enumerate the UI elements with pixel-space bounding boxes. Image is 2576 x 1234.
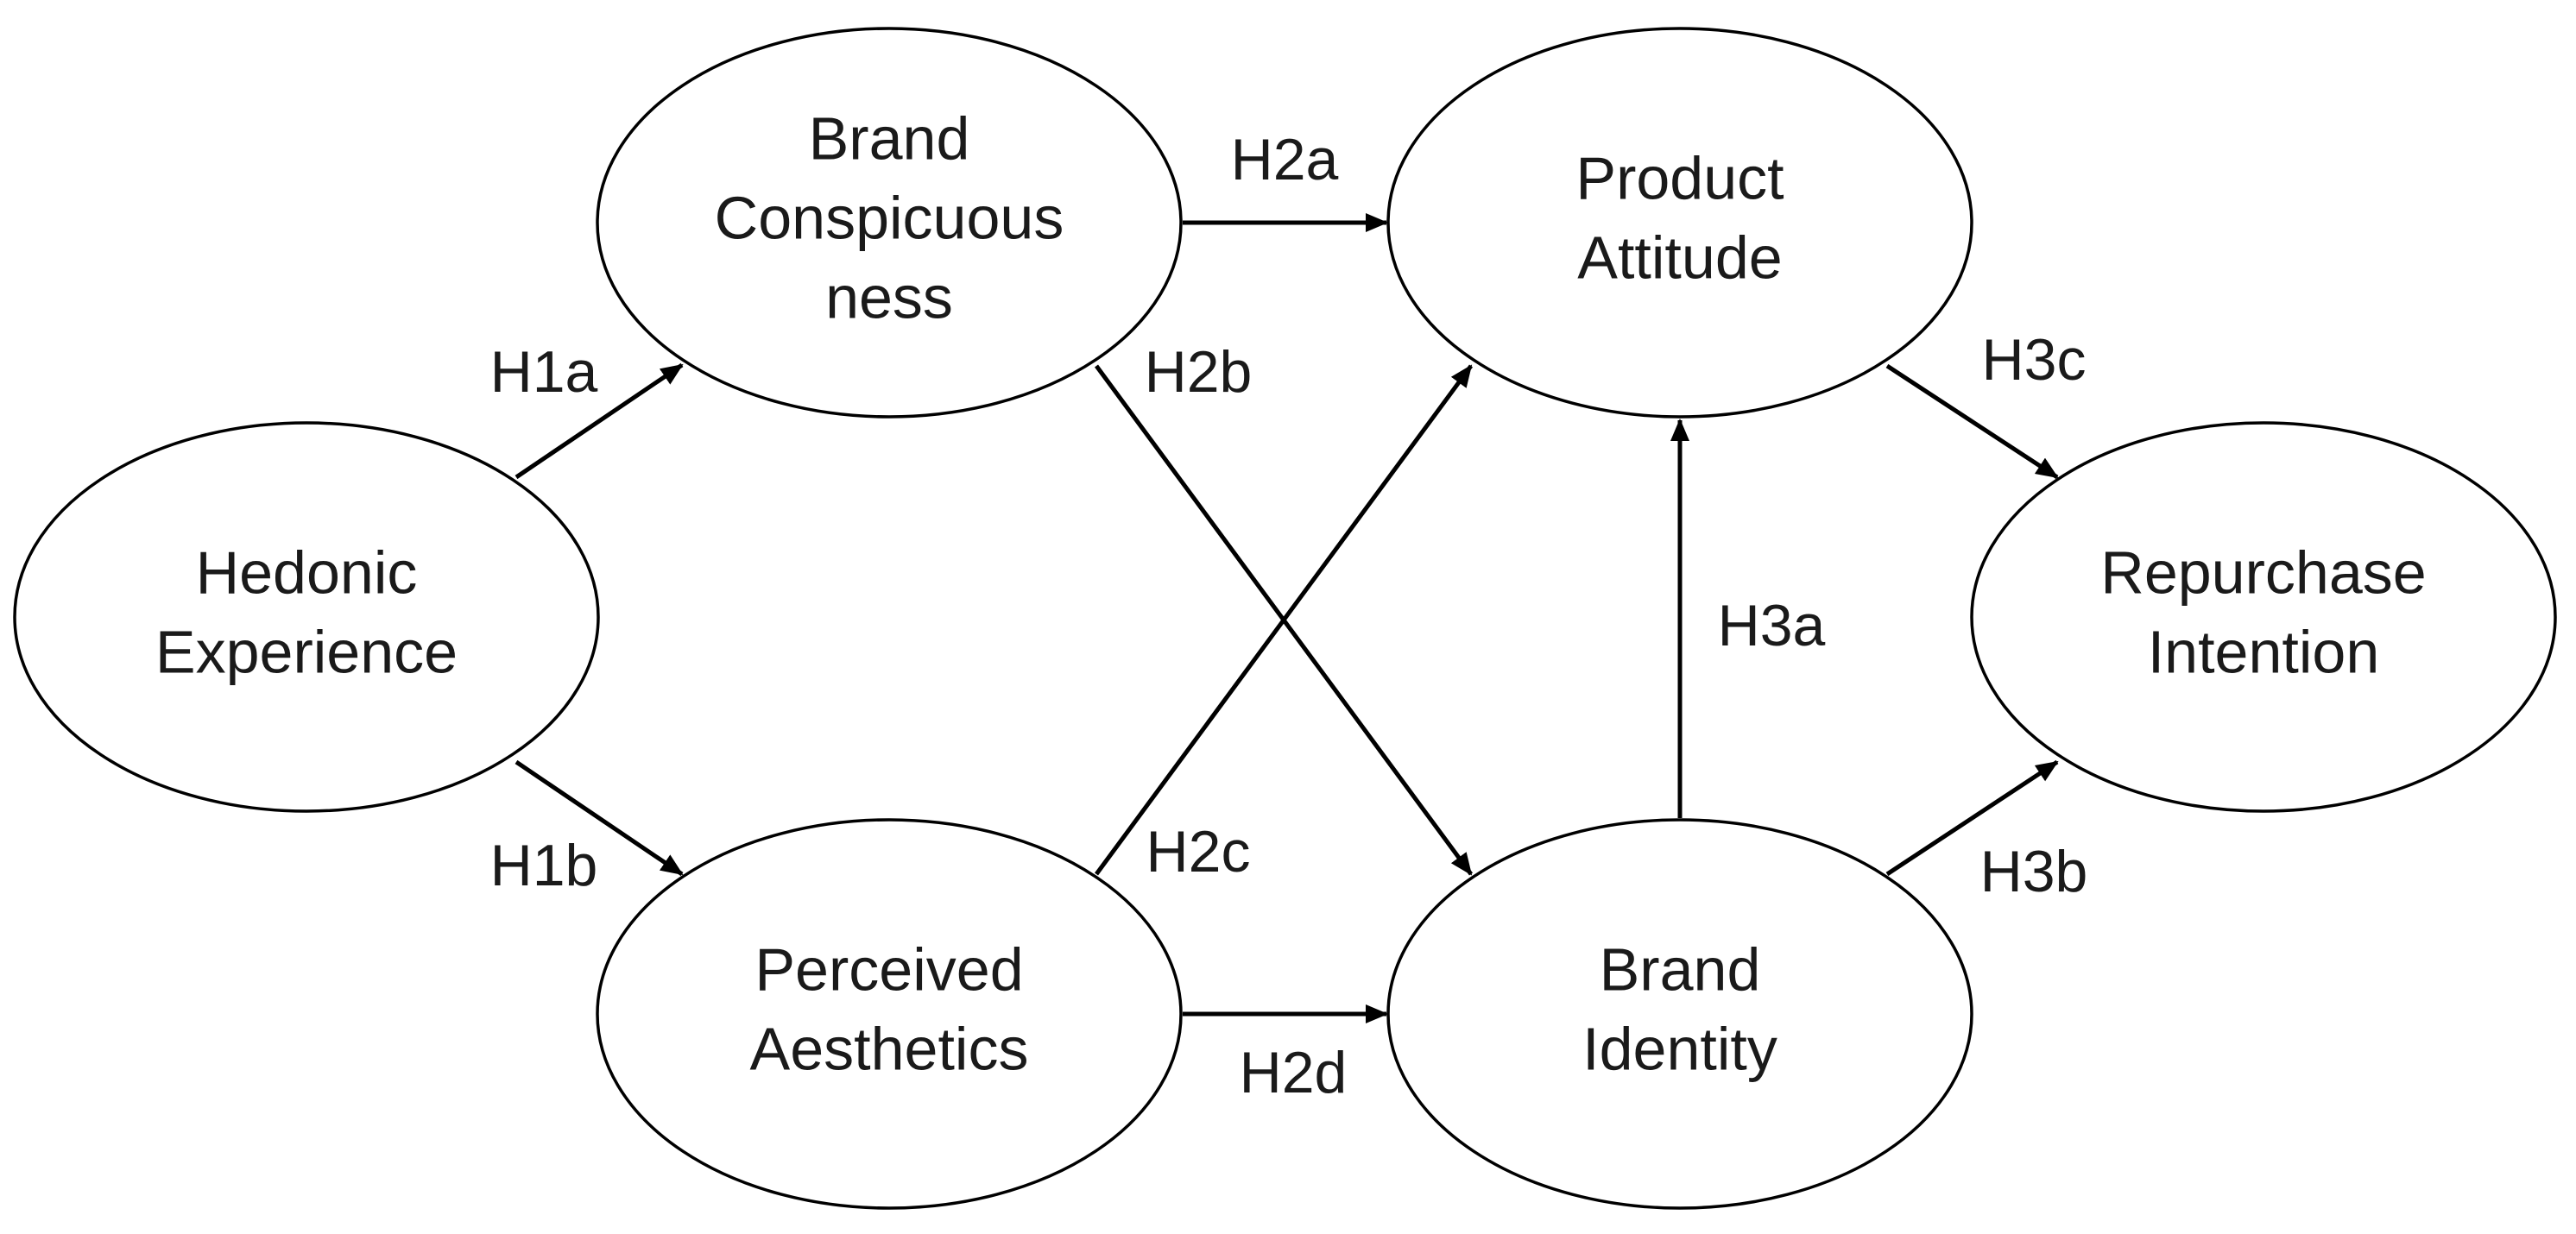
node-ellipse-repurchase-intention: [1970, 421, 2557, 813]
node-label-line: Hedonic: [196, 538, 418, 606]
edge-label-h1b: H1b: [490, 833, 598, 898]
node-label-line: Brand: [809, 104, 970, 172]
node-label-line: Conspicuous: [715, 184, 1064, 251]
node-label-line: Perceived: [754, 935, 1023, 1003]
edge-label-h2d: H2d: [1240, 1040, 1348, 1105]
edge-arrow-h3b: [1885, 759, 2059, 877]
node-label-line: Intention: [2148, 618, 2380, 685]
node-ellipse-brand-conspicuousness: [596, 27, 1183, 419]
edge-arrow-h2c: [1094, 364, 1474, 876]
node-label-line: Experience: [155, 618, 458, 685]
node-label-line: Brand: [1600, 935, 1761, 1003]
edges-layer: [515, 213, 2059, 1023]
node-label-line: Identity: [1582, 1015, 1777, 1082]
edge-label-h1a: H1a: [490, 339, 598, 405]
node-ellipse-brand-identity: [1386, 818, 1973, 1210]
edge-label-h2b: H2b: [1145, 339, 1253, 405]
edge-label-h3c: H3c: [1982, 327, 2087, 393]
edge-label-h3a: H3a: [1718, 593, 1826, 658]
edge-label-h2a: H2a: [1231, 127, 1339, 192]
node-ellipse-perceived-aesthetics: [596, 818, 1183, 1210]
edge-label-h3b: H3b: [1980, 839, 2088, 904]
nodes-layer: HedonicExperienceBrandConspicuousnessPer…: [13, 27, 2557, 1210]
node-ellipse-hedonic-experience: [13, 421, 600, 813]
node-label-line: Aesthetics: [750, 1015, 1029, 1082]
node-ellipse-product-attitude: [1386, 27, 1973, 419]
node-label-line: ness: [825, 263, 953, 331]
edge-arrow-h3c: [1885, 363, 2059, 480]
node-label-line: Attitude: [1577, 224, 1782, 291]
node-label-line: Repurchase: [2100, 538, 2426, 606]
node-label-line: Product: [1575, 144, 1784, 211]
edge-arrow-h1a: [515, 362, 684, 480]
edge-arrow-h1b: [515, 759, 684, 877]
edge-label-h2c: H2c: [1146, 819, 1251, 885]
